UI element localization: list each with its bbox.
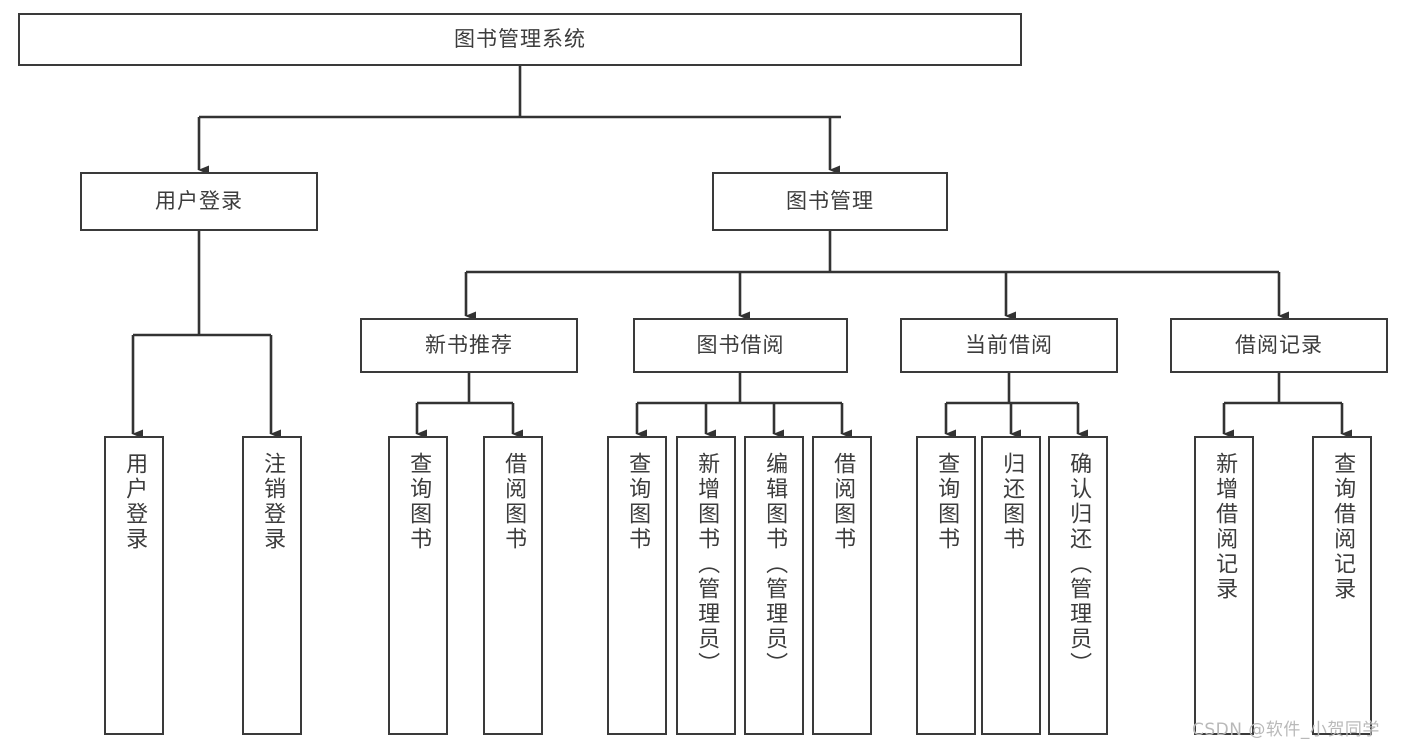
leaf-recommend-query-book[interactable]: 查询图书 <box>388 436 448 735</box>
node-label: 图书借阅 <box>696 333 785 358</box>
leaf-record-add-record[interactable]: 新增借阅记录 <box>1194 436 1254 735</box>
node-label: 编辑图书（管理员） <box>762 452 788 677</box>
leaf-current-query-book[interactable]: 查询图书 <box>916 436 976 735</box>
node-label: 归还图书 <box>999 452 1025 552</box>
node-borrow-record[interactable]: 借阅记录 <box>1170 318 1388 373</box>
csdn-watermark: CSDN @软件_小贺同学 <box>1192 720 1380 740</box>
node-label: 图书管理系统 <box>454 27 586 52</box>
node-label: 新增图书（管理员） <box>694 452 720 677</box>
leaf-borrow-add-book-admin[interactable]: 新增图书（管理员） <box>676 436 736 735</box>
node-new-book-recommend[interactable]: 新书推荐 <box>360 318 578 373</box>
node-label: 当前借阅 <box>965 333 1053 358</box>
leaf-borrow-query-book[interactable]: 查询图书 <box>607 436 667 735</box>
leaf-recommend-borrow-book[interactable]: 借阅图书 <box>483 436 543 735</box>
leaf-borrow-edit-book-admin[interactable]: 编辑图书（管理员） <box>744 436 804 735</box>
node-label: 借阅记录 <box>1235 333 1323 358</box>
leaf-user-login-login[interactable]: 用户登录 <box>104 436 164 735</box>
node-current-borrow[interactable]: 当前借阅 <box>900 318 1118 373</box>
leaf-record-query-record[interactable]: 查询借阅记录 <box>1312 436 1372 735</box>
node-label: 用户登录 <box>122 452 148 552</box>
node-label: 新书推荐 <box>425 333 513 358</box>
node-label: 借阅图书 <box>830 452 856 552</box>
node-label: 借阅图书 <box>501 452 527 552</box>
node-label: 查询图书 <box>406 452 432 552</box>
node-label: 新增借阅记录 <box>1212 452 1238 602</box>
node-label: 查询图书 <box>934 452 960 552</box>
node-label: 查询借阅记录 <box>1330 452 1356 602</box>
leaf-current-confirm-return-admin[interactable]: 确认归还（管理员） <box>1048 436 1108 735</box>
node-book-borrow[interactable]: 图书借阅 <box>633 318 848 373</box>
node-label: 查询图书 <box>625 452 651 552</box>
leaf-current-return-book[interactable]: 归还图书 <box>981 436 1041 735</box>
node-user-login[interactable]: 用户登录 <box>80 172 318 231</box>
node-book-management-system[interactable]: 图书管理系统 <box>18 13 1022 66</box>
node-label: 确认归还（管理员） <box>1066 452 1092 677</box>
leaf-user-login-logout[interactable]: 注销登录 <box>242 436 302 735</box>
node-book-management[interactable]: 图书管理 <box>712 172 948 231</box>
node-label: 图书管理 <box>786 189 874 214</box>
node-label: 用户登录 <box>155 189 243 214</box>
node-label: 注销登录 <box>260 452 286 552</box>
leaf-borrow-borrow-book[interactable]: 借阅图书 <box>812 436 872 735</box>
